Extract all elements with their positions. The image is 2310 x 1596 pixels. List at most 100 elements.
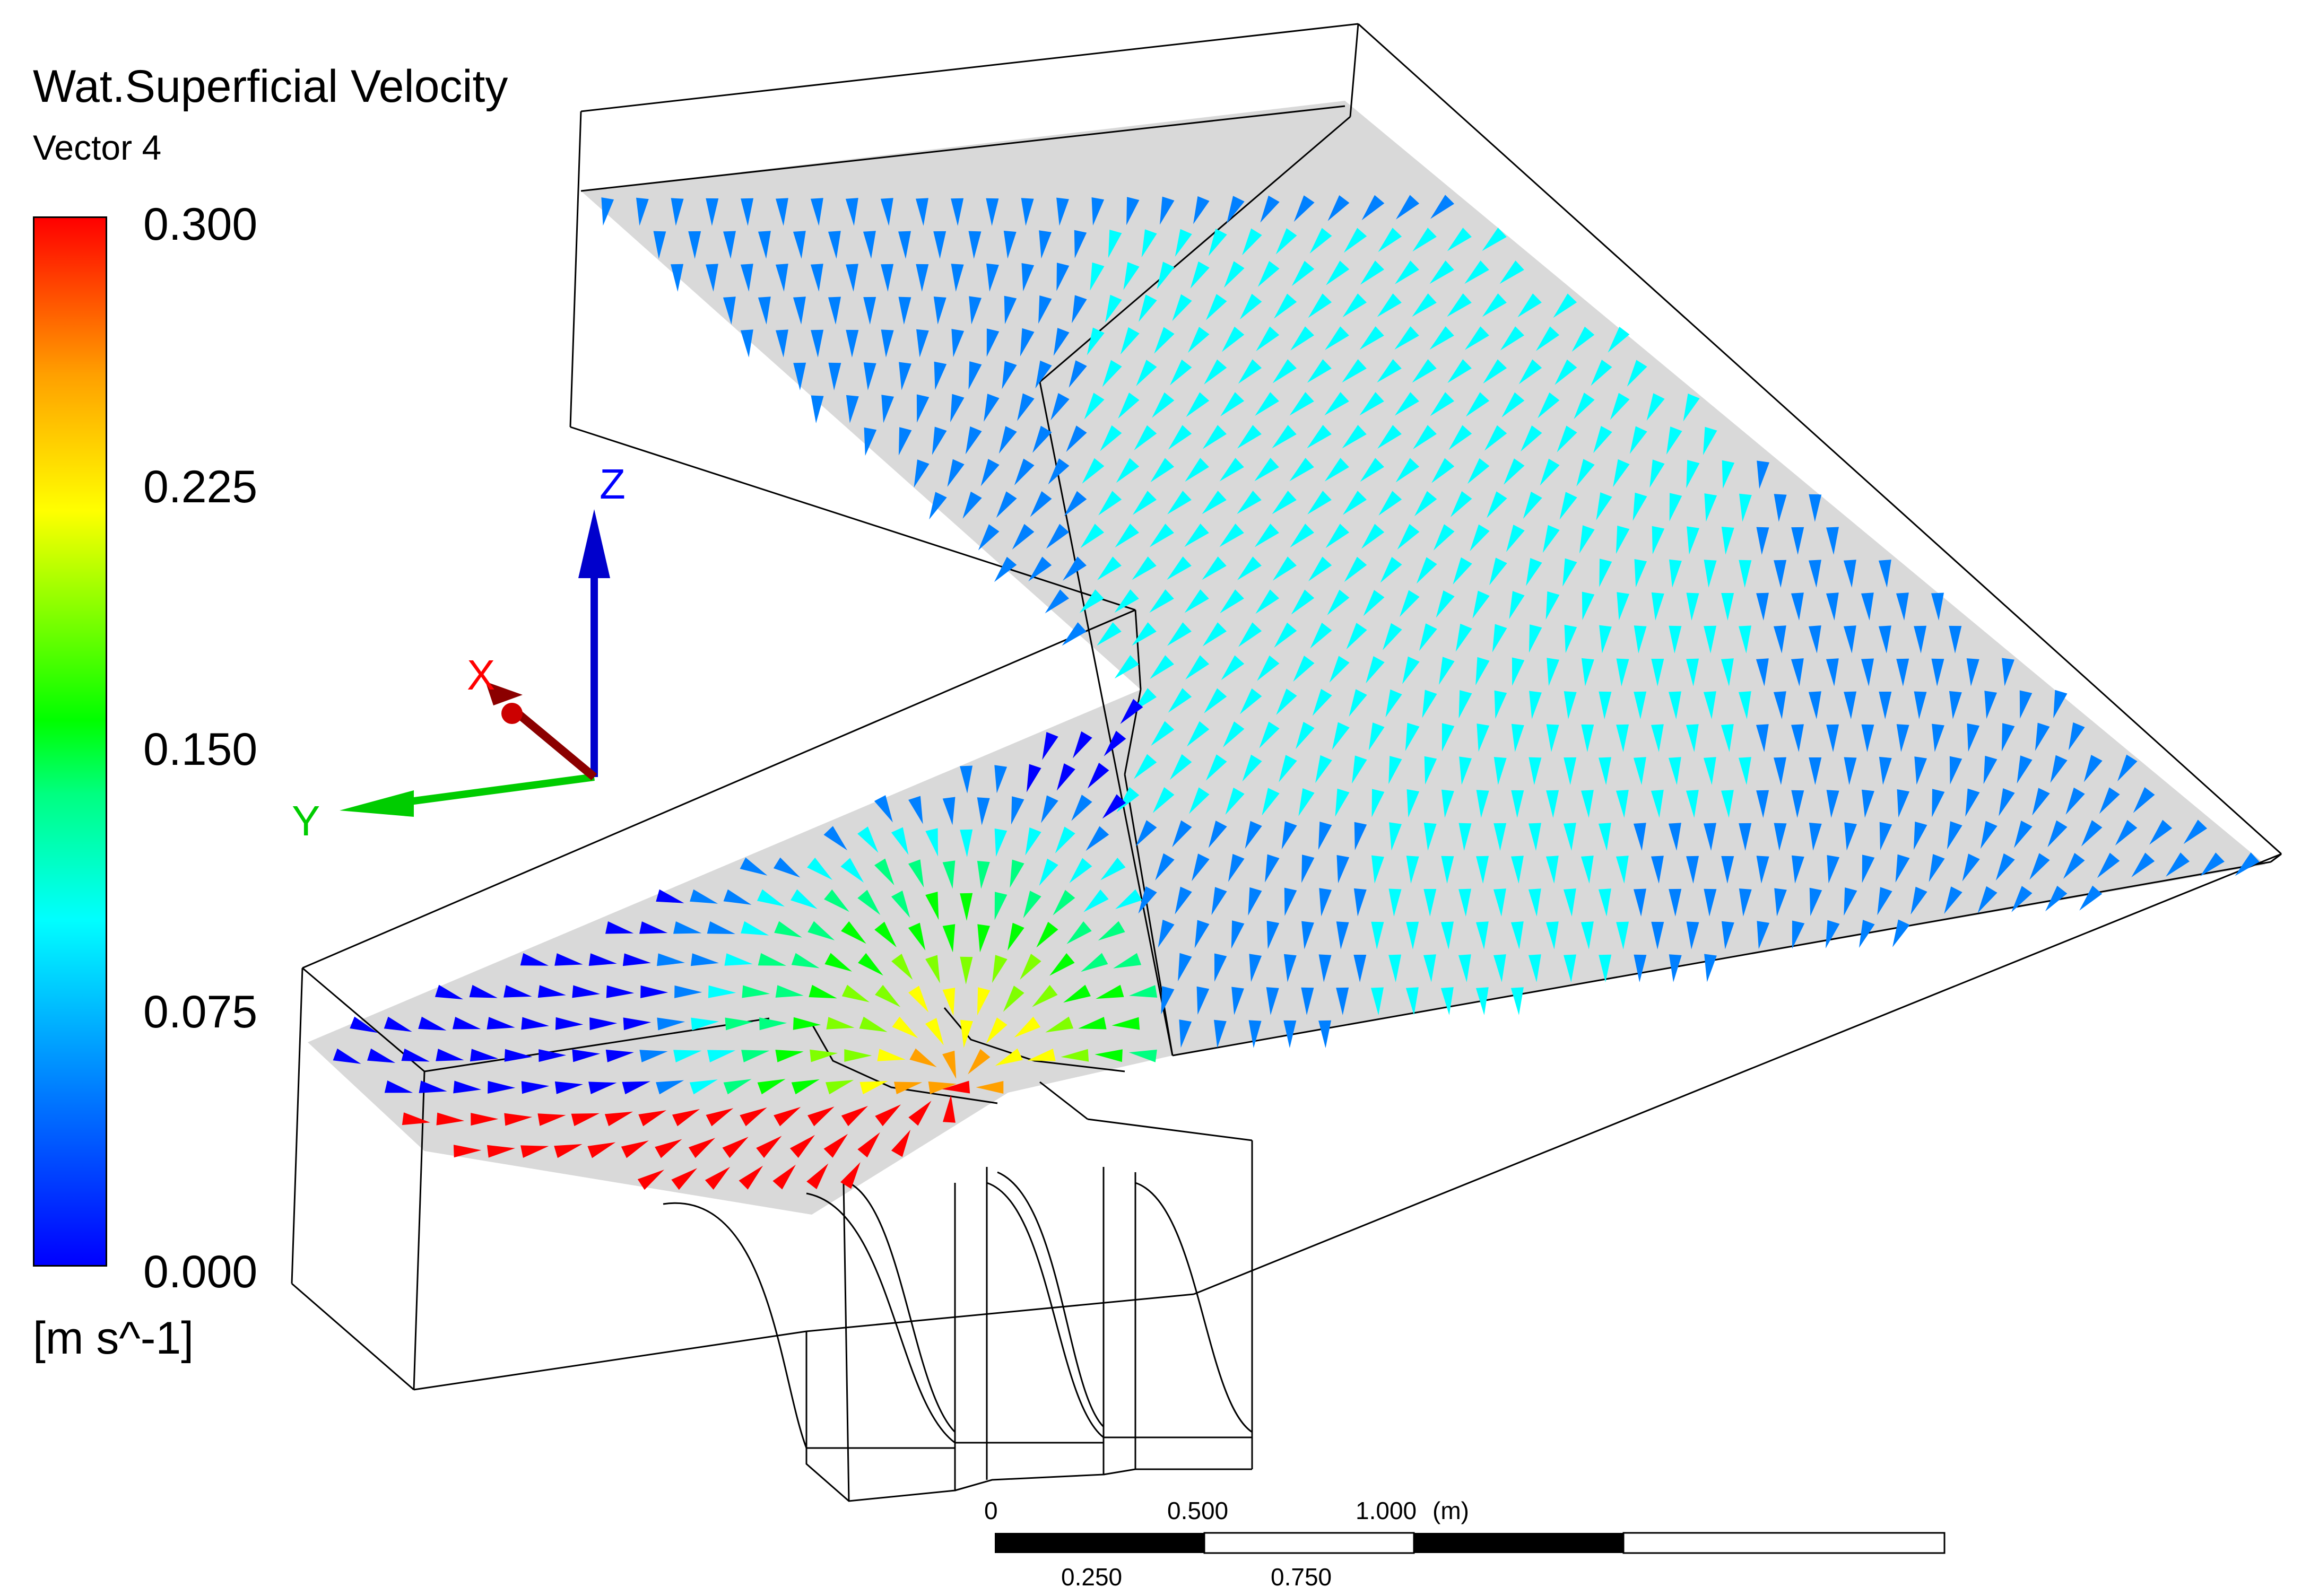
- velocity-vector: [1757, 460, 1769, 489]
- velocity-vector: [942, 1050, 957, 1079]
- velocity-vector: [656, 1080, 684, 1095]
- velocity-vector: [622, 1081, 650, 1095]
- velocity-vector: [791, 889, 818, 909]
- velocity-vector: [1128, 985, 1158, 998]
- velocity-vector: [1301, 854, 1315, 883]
- velocity-vector: [1045, 1016, 1074, 1033]
- velocity-vector: [1616, 790, 1629, 818]
- velocity-vector: [1329, 656, 1350, 683]
- velocity-vector: [995, 1048, 1023, 1066]
- velocity-vector: [1090, 262, 1105, 291]
- velocity-vector: [807, 857, 832, 880]
- velocity-vector: [1237, 491, 1262, 514]
- velocity-vector: [1459, 756, 1472, 785]
- velocity-vector: [892, 1016, 918, 1039]
- velocity-vector: [1475, 657, 1490, 686]
- velocity-vector: [1039, 230, 1052, 259]
- velocity-vector: [740, 857, 768, 876]
- legend-tick-label: 0.300: [143, 199, 258, 250]
- velocity-vector: [1511, 856, 1524, 884]
- velocity-vector: [1686, 856, 1699, 884]
- velocity-vector: [1238, 359, 1262, 384]
- velocity-vector: [1809, 560, 1821, 588]
- velocity-vector: [1669, 954, 1682, 982]
- velocity-vector: [1154, 327, 1175, 354]
- velocity-vector: [1861, 658, 1874, 686]
- velocity-vector: [1048, 458, 1070, 485]
- velocity-vector: [1455, 623, 1472, 652]
- velocity-vector: [1756, 790, 1769, 818]
- velocity-vector: [846, 329, 859, 357]
- velocity-vector: [1538, 392, 1560, 418]
- velocity-vector: [772, 1164, 796, 1190]
- velocity-vector: [1545, 591, 1560, 620]
- velocity-vector: [1826, 724, 1839, 752]
- velocity-vector: [2131, 852, 2155, 877]
- velocity-vector: [933, 296, 946, 325]
- lower-plane-surface: [308, 690, 1173, 1215]
- velocity-vector: [673, 1050, 702, 1062]
- velocity-vector: [1035, 360, 1052, 389]
- velocity-vector: [845, 198, 858, 226]
- velocity-vector: [1032, 425, 1052, 453]
- velocity-vector: [756, 1136, 782, 1158]
- velocity-vector: [1686, 921, 1699, 949]
- velocity-vector: [1008, 922, 1024, 951]
- velocity-vector: [1066, 921, 1092, 944]
- velocity-vector: [588, 953, 617, 966]
- velocity-vector: [1914, 756, 1927, 785]
- velocity-vector: [857, 889, 881, 915]
- velocity-vector: [1136, 360, 1157, 386]
- velocity-vector: [757, 889, 785, 907]
- velocity-vector: [690, 953, 719, 966]
- velocity-vector: [1580, 856, 1594, 884]
- velocity-vector: [1599, 625, 1612, 653]
- velocity-vector: [1221, 655, 1245, 681]
- velocity-vector: [1192, 853, 1210, 882]
- wire-edge: [1124, 774, 1174, 1056]
- velocity-vector: [623, 1017, 652, 1031]
- velocity-vector: [826, 1017, 855, 1030]
- velocity-vector: [1157, 261, 1175, 290]
- velocity-vector: [1071, 795, 1092, 821]
- velocity-vector: [1402, 656, 1420, 684]
- velocity-vector: [1293, 195, 1315, 222]
- velocity-vector: [1081, 953, 1108, 972]
- velocity-vector: [774, 921, 802, 938]
- velocity-vector: [1792, 920, 1805, 949]
- velocity-vector: [2035, 722, 2050, 751]
- velocity-vector: [1844, 757, 1857, 785]
- velocity-vector: [823, 1133, 848, 1158]
- velocity-vector: [1283, 954, 1297, 982]
- velocity-vector: [723, 1079, 752, 1095]
- velocity-vector: [1274, 622, 1297, 648]
- velocity-vector: [487, 1017, 515, 1030]
- velocity-vector: [1668, 823, 1681, 851]
- upper-plane-surface: [581, 101, 2265, 1056]
- velocity-vector: [1160, 196, 1175, 225]
- z-axis-label: Z: [600, 460, 626, 508]
- velocity-vector: [740, 1107, 767, 1127]
- velocity-vector: [1256, 326, 1280, 352]
- scale-bar-label: 0.750: [1271, 1563, 1332, 1591]
- velocity-vector: [1493, 954, 1506, 982]
- velocity-vector: [1378, 491, 1402, 516]
- velocity-vector: [638, 1110, 667, 1127]
- velocity-vector: [487, 1145, 515, 1158]
- velocity-vector: [1599, 757, 1611, 785]
- velocity-vector: [1582, 591, 1595, 620]
- spillway-profile-curve: [848, 1182, 956, 1433]
- velocity-vector: [1344, 556, 1367, 582]
- wire-edge: [1134, 609, 1142, 690]
- legend-unit-label: [m s^-1]: [33, 1313, 194, 1364]
- velocity-vector: [1046, 524, 1070, 549]
- velocity-vector: [1242, 754, 1262, 782]
- scale-bar-segment: [1622, 1532, 1946, 1554]
- velocity-vector: [1949, 625, 1962, 653]
- wire-edge: [291, 1283, 414, 1391]
- velocity-vector: [539, 1049, 567, 1062]
- z-axis-arrowhead: [578, 509, 610, 578]
- velocity-vector: [775, 1050, 804, 1062]
- velocity-vector: [1079, 589, 1104, 613]
